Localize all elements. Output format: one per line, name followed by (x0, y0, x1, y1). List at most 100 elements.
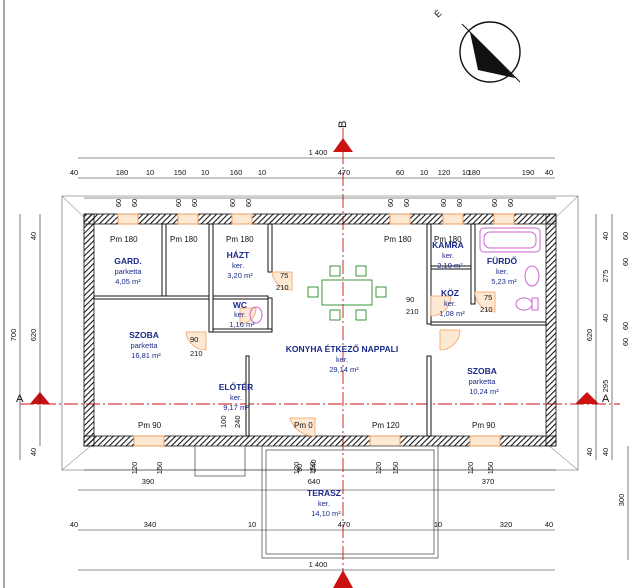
room-szoba-left: SZOBA parketta 16,81 m² (129, 330, 161, 360)
svg-text:10: 10 (248, 520, 256, 529)
svg-text:40: 40 (70, 520, 78, 529)
svg-text:150: 150 (486, 462, 495, 475)
svg-text:40: 40 (601, 232, 610, 240)
left-inner-dim: 620 (29, 329, 38, 342)
svg-text:ker.: ker. (442, 251, 454, 260)
svg-text:470: 470 (338, 520, 351, 529)
svg-text:210: 210 (190, 349, 203, 358)
left-outer-dim: 700 (9, 329, 18, 342)
svg-text:9,17 m²: 9,17 m² (223, 403, 249, 412)
section-line-a (20, 392, 620, 405)
svg-text:5,23 m²: 5,23 m² (491, 277, 517, 286)
svg-text:100: 100 (219, 415, 228, 428)
svg-text:Pm 120: Pm 120 (372, 421, 400, 430)
svg-text:60: 60 (386, 199, 395, 207)
svg-text:60: 60 (190, 199, 199, 207)
svg-text:KÖZ: KÖZ (441, 288, 459, 298)
svg-text:120: 120 (466, 462, 475, 475)
section-line-b (333, 128, 353, 588)
svg-text:29,14 m²: 29,14 m² (329, 365, 359, 374)
svg-text:120: 120 (374, 462, 383, 475)
svg-text:parketta: parketta (468, 377, 496, 386)
svg-text:GARD.: GARD. (114, 256, 141, 266)
svg-text:SZOBA: SZOBA (129, 330, 159, 340)
svg-text:3,20 m²: 3,20 m² (227, 271, 253, 280)
room-hazt: HÁZT ker. 3,20 m² (227, 250, 254, 280)
svg-text:190: 190 (522, 168, 535, 177)
svg-text:40: 40 (601, 314, 610, 322)
room-kamra: KAMRA ker. 2,10 m² (432, 240, 464, 270)
svg-text:parketta: parketta (130, 341, 158, 350)
svg-text:Pm 180: Pm 180 (226, 235, 254, 244)
svg-text:ELŐTÉR: ELŐTÉR (219, 381, 253, 392)
svg-text:40: 40 (545, 168, 553, 177)
svg-text:60: 60 (402, 199, 411, 207)
svg-text:60: 60 (130, 199, 139, 207)
left-small-dim-bottom: 40 (29, 448, 38, 456)
svg-text:210: 210 (276, 283, 289, 292)
svg-text:75: 75 (280, 271, 288, 280)
section-a-label-right: A (602, 393, 610, 405)
svg-text:210: 210 (406, 307, 419, 316)
exterior-walls (83, 213, 557, 447)
svg-text:40: 40 (585, 448, 594, 456)
svg-text:Pm 180: Pm 180 (170, 235, 198, 244)
svg-text:60: 60 (621, 232, 630, 240)
room-koz: KÖZ ker. 1,08 m² (439, 288, 465, 318)
svg-text:FÜRDŐ: FÜRDŐ (487, 255, 518, 266)
terrace-outline (194, 445, 439, 559)
svg-text:KONYHA ÉTKEZŐ NAPPALI: KONYHA ÉTKEZŐ NAPPALI (286, 343, 398, 354)
svg-text:10: 10 (420, 168, 428, 177)
svg-text:120: 120 (438, 168, 451, 177)
room-eloter: ELŐTÉR ker. 9,17 m² (219, 381, 253, 412)
bathtub-icon (479, 227, 541, 253)
top-overall-dim: 1 400 (309, 148, 328, 157)
svg-text:275: 275 (601, 270, 610, 283)
svg-text:Pm 180: Pm 180 (434, 235, 462, 244)
svg-text:ker.: ker. (232, 261, 244, 270)
svg-text:10: 10 (434, 520, 442, 529)
svg-text:KAMRA: KAMRA (432, 240, 464, 250)
svg-text:180: 180 (468, 168, 481, 177)
svg-text:10: 10 (462, 168, 470, 177)
svg-text:60: 60 (396, 168, 404, 177)
svg-text:60: 60 (621, 322, 630, 330)
svg-text:60: 60 (455, 199, 464, 207)
svg-text:60: 60 (174, 199, 183, 207)
room-szoba-right: SZOBA parketta 10,24 m² (467, 366, 499, 396)
svg-text:10: 10 (201, 168, 209, 177)
windows (117, 213, 515, 447)
room-gard: GARD. parketta 4,05 m² (114, 256, 142, 286)
svg-text:14,10 m²: 14,10 m² (311, 509, 341, 518)
dining-table-icon (307, 265, 387, 321)
svg-text:60: 60 (114, 199, 123, 207)
svg-text:320: 320 (500, 520, 513, 529)
bottom-dim-right: 370 (482, 477, 495, 486)
svg-text:ker.: ker. (496, 267, 508, 276)
svg-text:120: 120 (292, 462, 301, 475)
svg-text:60: 60 (244, 199, 253, 207)
svg-text:150: 150 (174, 168, 187, 177)
interior-walls (93, 223, 547, 437)
svg-text:Pm 180: Pm 180 (110, 235, 138, 244)
svg-text:40: 40 (601, 448, 610, 456)
svg-text:75: 75 (484, 293, 492, 302)
svg-text:ker.: ker. (318, 499, 330, 508)
svg-text:Pm 90: Pm 90 (138, 421, 162, 430)
parapet-labels: Pm 180 Pm 180 Pm 180 Pm 180 Pm 180 Pm 90… (110, 235, 496, 430)
svg-text:40: 40 (545, 520, 553, 529)
svg-text:300: 300 (617, 494, 626, 507)
svg-text:180: 180 (116, 168, 129, 177)
svg-text:HÁZT: HÁZT (227, 250, 250, 260)
svg-text:295: 295 (601, 380, 610, 393)
svg-text:240: 240 (309, 459, 318, 472)
svg-text:60: 60 (439, 199, 448, 207)
svg-text:ker.: ker. (336, 355, 348, 364)
north-arrow-icon (459, 21, 521, 83)
doors (185, 271, 496, 437)
svg-text:10: 10 (146, 168, 154, 177)
svg-text:Pm 90: Pm 90 (472, 421, 496, 430)
svg-text:4,05 m²: 4,05 m² (115, 277, 141, 286)
svg-text:40: 40 (70, 168, 78, 177)
svg-text:WC: WC (233, 300, 247, 310)
